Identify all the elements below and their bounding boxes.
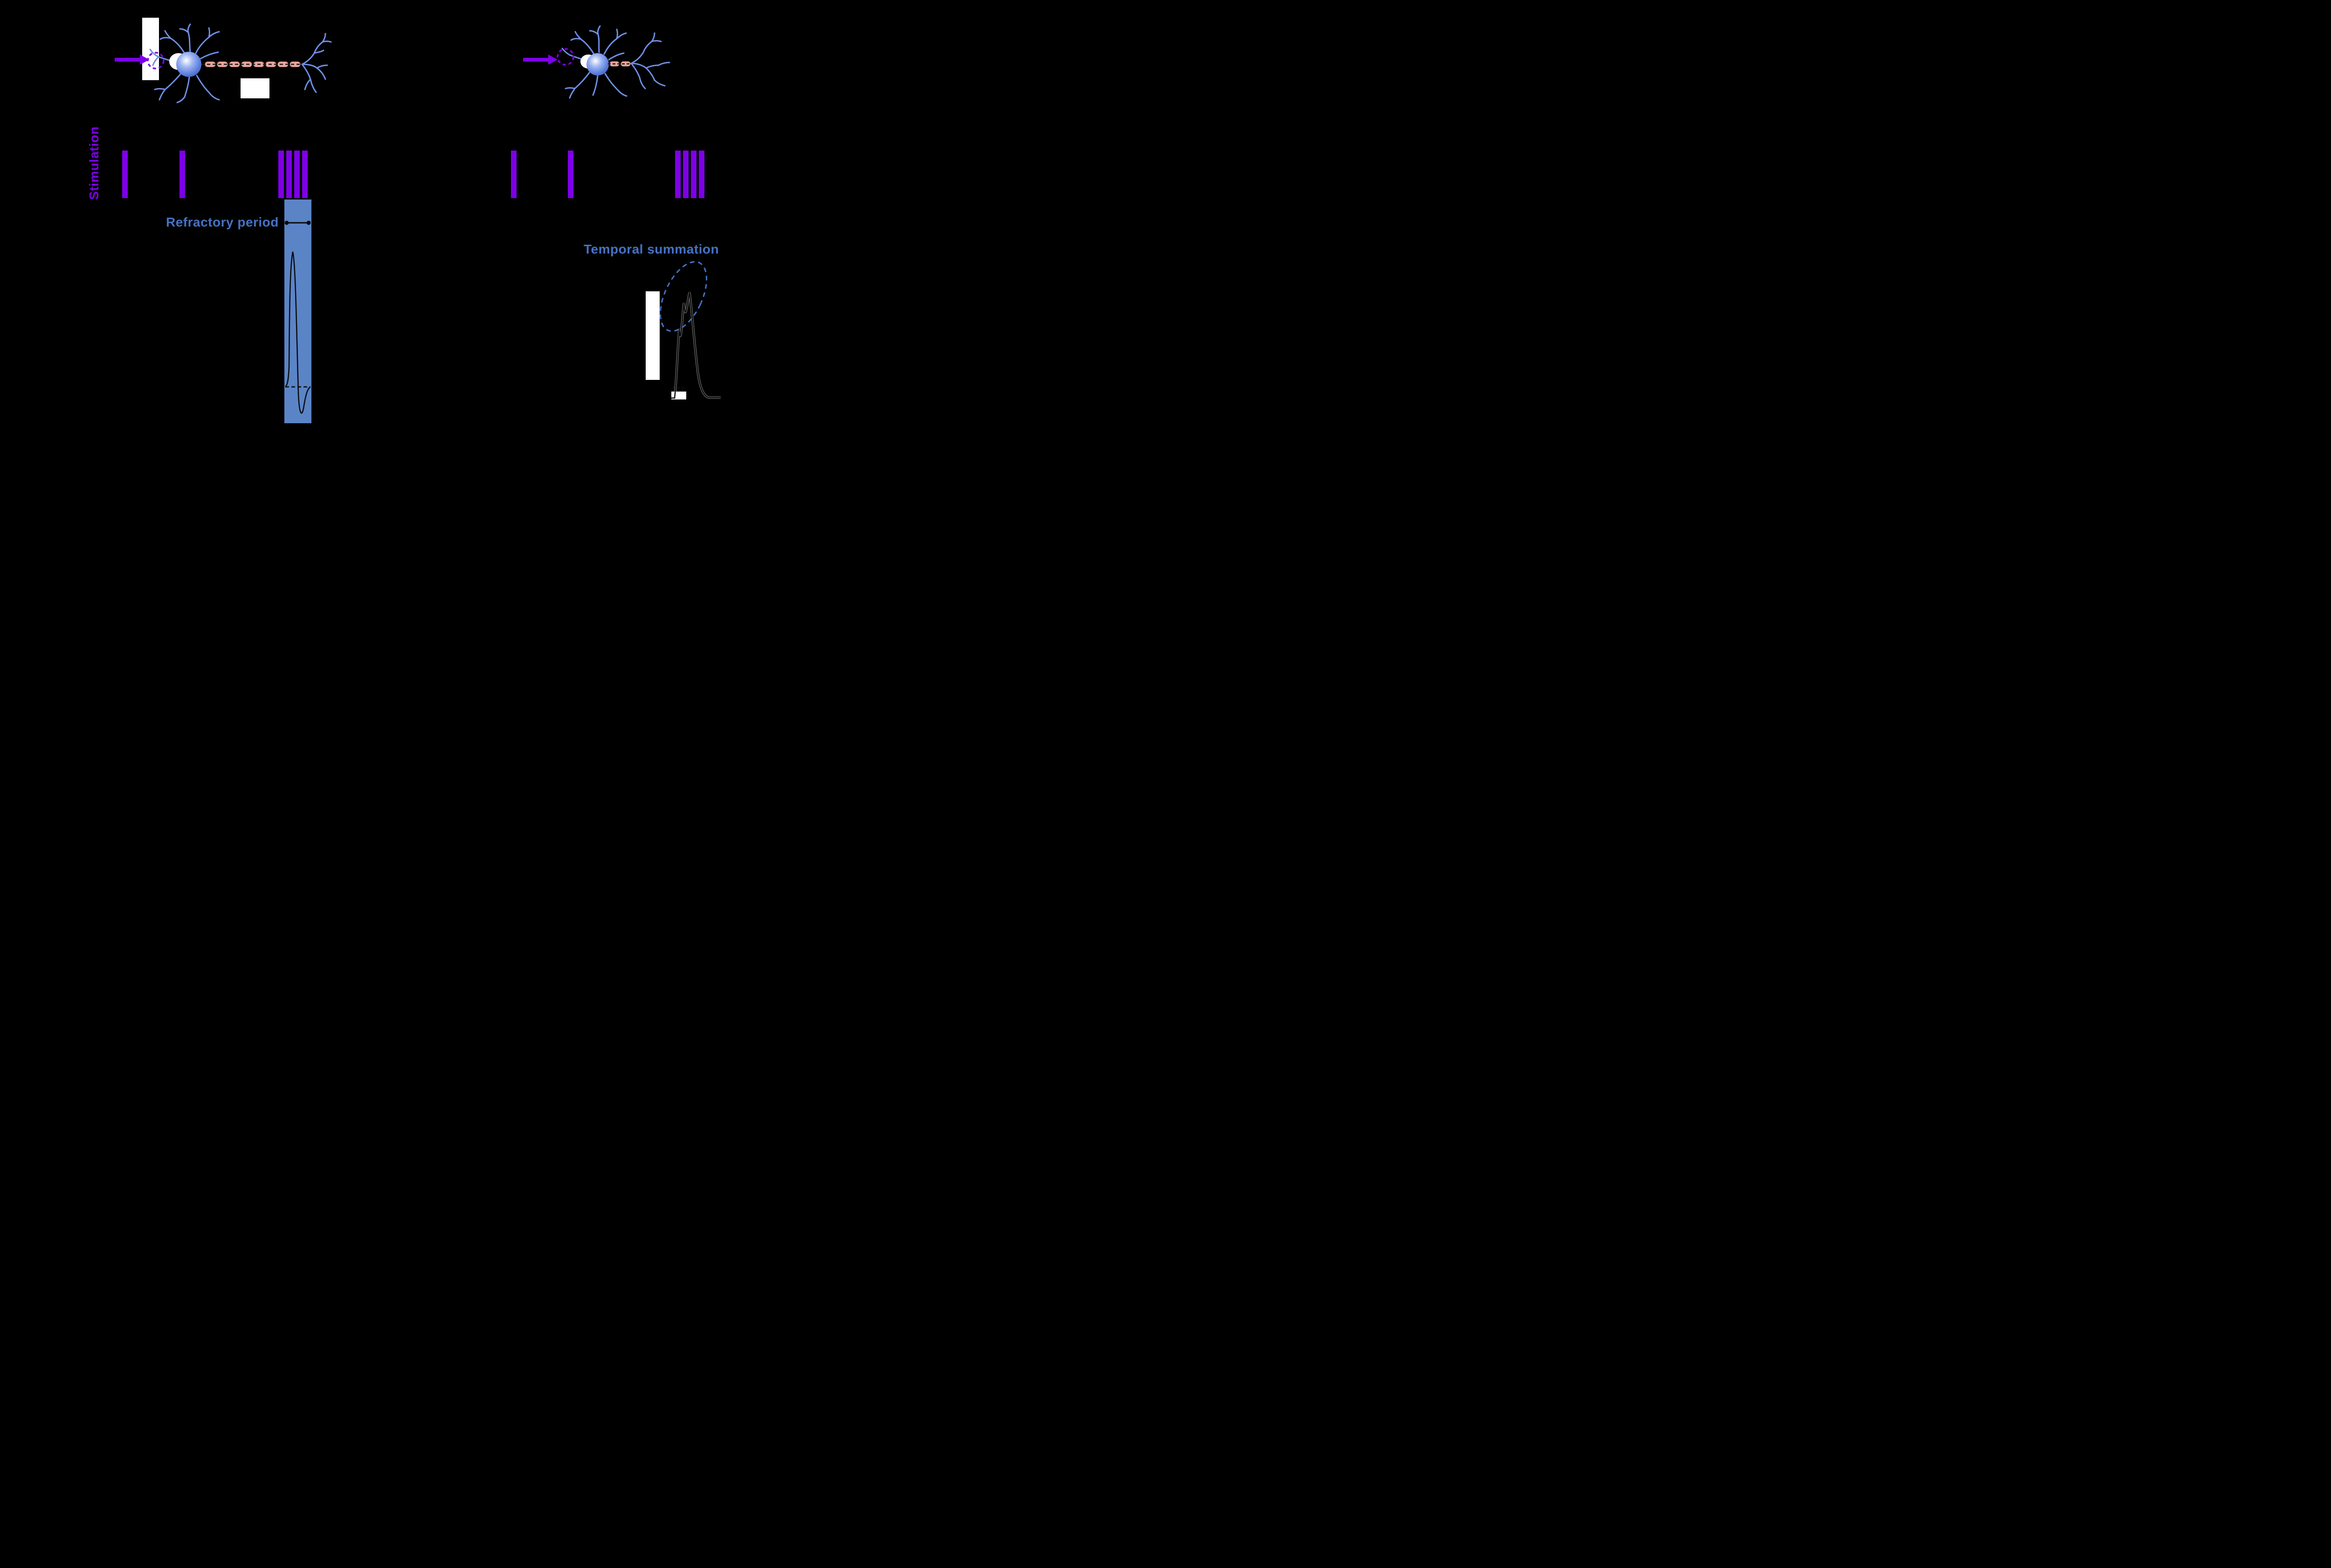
white-patch-left-small bbox=[241, 78, 269, 98]
stimulus-pulse bbox=[683, 151, 689, 198]
refractory-period-label: Refractory period bbox=[166, 215, 279, 229]
stimulus-train-right bbox=[511, 151, 704, 198]
stimulus-pulse bbox=[294, 151, 300, 198]
dendrites-left bbox=[149, 23, 220, 103]
dendrite-branch bbox=[200, 51, 219, 60]
refractory-span-dot-left bbox=[284, 220, 289, 225]
neuron-right bbox=[561, 25, 670, 99]
stimulus-pulse bbox=[691, 151, 697, 198]
stimulation-axis-label: Stimulation bbox=[87, 126, 101, 200]
summation-trace-halo bbox=[671, 292, 721, 399]
axon-myelin-left bbox=[201, 62, 303, 67]
soma-left bbox=[176, 52, 201, 77]
temporal-summation-label: Temporal summation bbox=[584, 242, 719, 256]
dendrite-branch bbox=[159, 30, 186, 56]
stimulus-pulse bbox=[511, 151, 517, 198]
axon-terminals-left bbox=[301, 33, 332, 93]
soma-right bbox=[586, 53, 609, 76]
stimulus-arrowhead-right bbox=[548, 55, 558, 65]
stimulus-pulse bbox=[179, 151, 185, 198]
neuron-left bbox=[149, 23, 332, 103]
figure-canvas: Stimulation Refractory period Temporal s… bbox=[0, 0, 727, 442]
dendrite-branch bbox=[154, 73, 182, 101]
axon-myelin-right bbox=[608, 61, 632, 67]
dendrite-branch bbox=[195, 27, 220, 54]
stimulus-pulse bbox=[675, 151, 681, 198]
stimulus-pulse bbox=[286, 151, 292, 198]
stimulus-site-circle-left bbox=[147, 52, 165, 69]
dendrites-right bbox=[561, 25, 628, 99]
stimulus-pulse bbox=[302, 151, 308, 198]
stimulus-pulse bbox=[699, 151, 704, 198]
stimulus-pulse bbox=[122, 151, 128, 198]
action-potential-trace bbox=[285, 251, 311, 414]
axon-terminals-right bbox=[630, 32, 670, 89]
dendrite-branch bbox=[196, 75, 220, 101]
stimulus-site-circle-right bbox=[557, 48, 574, 66]
temporal-summation-ellipse bbox=[659, 261, 708, 332]
refractory-span-dot-right bbox=[306, 220, 311, 225]
dendrite-branch bbox=[179, 23, 191, 53]
stimulus-pulse bbox=[278, 151, 284, 198]
summation-trace bbox=[671, 292, 721, 399]
stimulus-train-left bbox=[122, 151, 308, 198]
dendrite-branch bbox=[176, 76, 190, 103]
stimulus-arrowhead-left bbox=[140, 55, 149, 65]
stimulus-pulse bbox=[568, 151, 573, 198]
figure-graphics bbox=[115, 18, 721, 423]
white-patch-right-vertical bbox=[646, 291, 660, 380]
